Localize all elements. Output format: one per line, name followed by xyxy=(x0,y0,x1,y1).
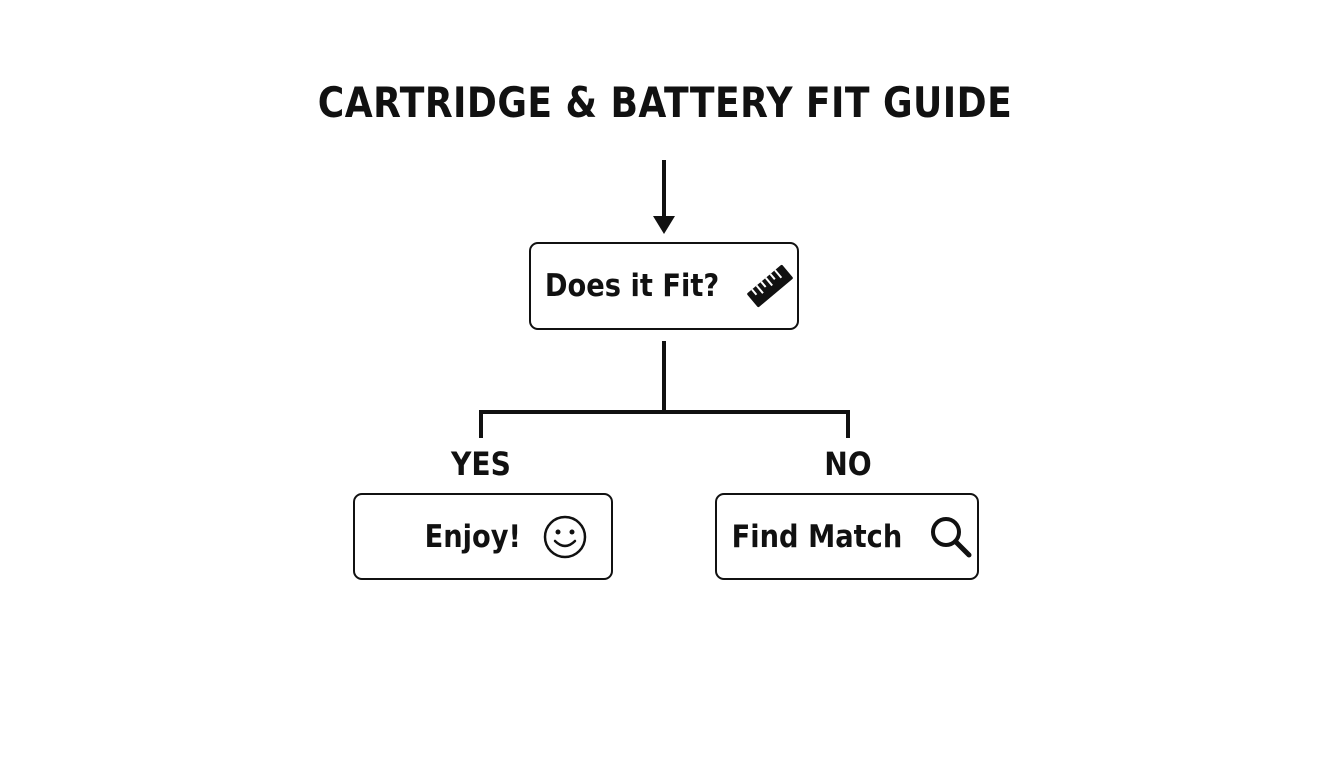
yes-outcome-node: Enjoy! xyxy=(353,493,613,580)
diagram-title: CARTRIDGE & BATTERY FIT GUIDE xyxy=(317,78,1013,127)
no-outcome-label: Find Match xyxy=(731,518,903,555)
decision-node: Does it Fit? xyxy=(529,242,799,330)
ruler-icon xyxy=(745,261,795,311)
yes-branch-label: YES xyxy=(451,445,511,483)
decision-label: Does it Fit? xyxy=(544,268,720,304)
magnifier-icon xyxy=(928,514,974,560)
branch-connector xyxy=(479,341,850,438)
smiley-icon xyxy=(542,514,588,560)
no-branch-label: NO xyxy=(824,445,872,483)
entry-arrow xyxy=(653,160,675,234)
yes-outcome-label: Enjoy! xyxy=(424,518,522,555)
no-outcome-node: Find Match xyxy=(715,493,979,580)
